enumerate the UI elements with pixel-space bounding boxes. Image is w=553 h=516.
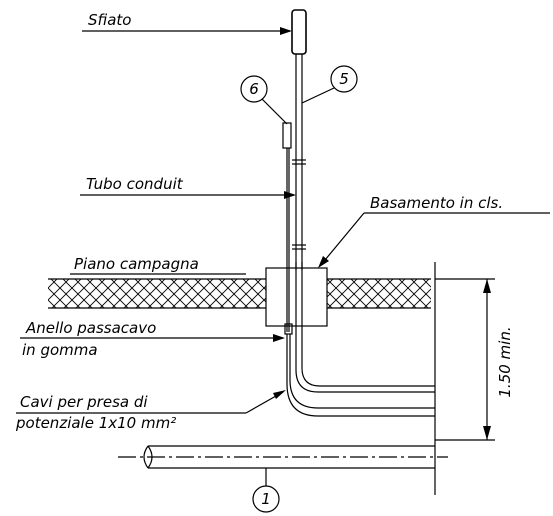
leader-basamento: Basamento in cls.: [318, 194, 550, 268]
label-cavi-1: Cavi per presa di: [20, 393, 148, 411]
callout-1: 1: [252, 468, 280, 513]
callout-6: 6: [240, 75, 288, 125]
label-anello-1: Anello passacavo: [25, 319, 156, 337]
callout-5: 5: [301, 65, 358, 104]
horizontal-pipe: [118, 445, 448, 469]
label-tubo-conduit: Tubo conduit: [86, 175, 184, 193]
label-basamento: Basamento in cls.: [370, 194, 503, 212]
dimension-line: 1.50 min.: [435, 278, 514, 441]
callout-5-number: 5: [339, 70, 349, 88]
leader-piano-campagna: Piano campagna: [70, 255, 246, 275]
leader-anello: Anello passacavo in gomma: [20, 319, 285, 359]
callout-6-number: 6: [249, 80, 259, 98]
label-anello-2: in gomma: [22, 341, 98, 359]
ground-hatch: [48, 278, 431, 309]
label-sfiato: Sfiato: [88, 11, 131, 29]
leader-cavi: Cavi per presa di potenziale 1x10 mm²: [15, 390, 286, 432]
conduit-tube: [282, 54, 306, 335]
callout-1-number: 1: [261, 490, 271, 508]
label-piano-campagna: Piano campagna: [74, 255, 199, 273]
cables: [286, 262, 435, 417]
dimension-label: 1.50 min.: [496, 326, 514, 397]
leader-sfiato: Sfiato: [82, 11, 292, 35]
label-cavi-2: potenziale 1x10 mm²: [15, 414, 176, 432]
leader-tubo-conduit: Tubo conduit: [80, 175, 296, 199]
vent-cap: [291, 9, 307, 55]
